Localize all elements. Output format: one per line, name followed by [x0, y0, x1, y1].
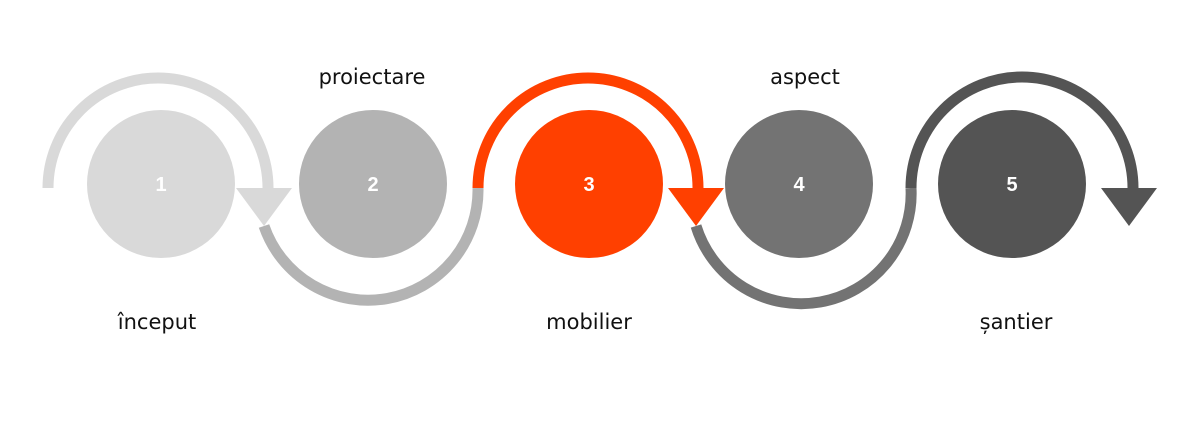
- step-2-circle: [299, 110, 447, 258]
- step-2-label: proiectare: [319, 65, 426, 89]
- step-3-circle: [515, 110, 663, 258]
- step-4-number: 4: [793, 174, 805, 196]
- step-1-label: început: [117, 310, 196, 334]
- step-3-label: mobilier: [546, 310, 632, 334]
- step-1-arc: [42, 72, 274, 189]
- step-2-arc: [258, 187, 484, 306]
- step-1-circle: [87, 110, 235, 258]
- step-4-label: aspect: [770, 65, 840, 89]
- step-labels: început proiectare mobilier aspect șanti…: [117, 65, 1053, 334]
- step-5-circle: [938, 110, 1086, 258]
- step-5-label: șantier: [980, 310, 1053, 334]
- step-5-number: 5: [1006, 174, 1017, 196]
- step-3-arc: [472, 72, 704, 189]
- step-3-arrowhead: [668, 188, 724, 226]
- step-4-arc: [690, 187, 917, 310]
- step-2-number: 2: [367, 174, 378, 196]
- step-1-arrowhead: [236, 188, 292, 226]
- step-4-circle: [725, 110, 873, 258]
- step-3-number: 3: [583, 174, 594, 196]
- step-1-number: 1: [155, 174, 166, 196]
- step-5-arrowhead: [1101, 188, 1157, 226]
- step-5-arc: [905, 71, 1139, 189]
- step-circles: [87, 110, 1086, 258]
- connectors: [42, 71, 1157, 310]
- step-numbers: 1 2 3 4 5: [155, 174, 1017, 196]
